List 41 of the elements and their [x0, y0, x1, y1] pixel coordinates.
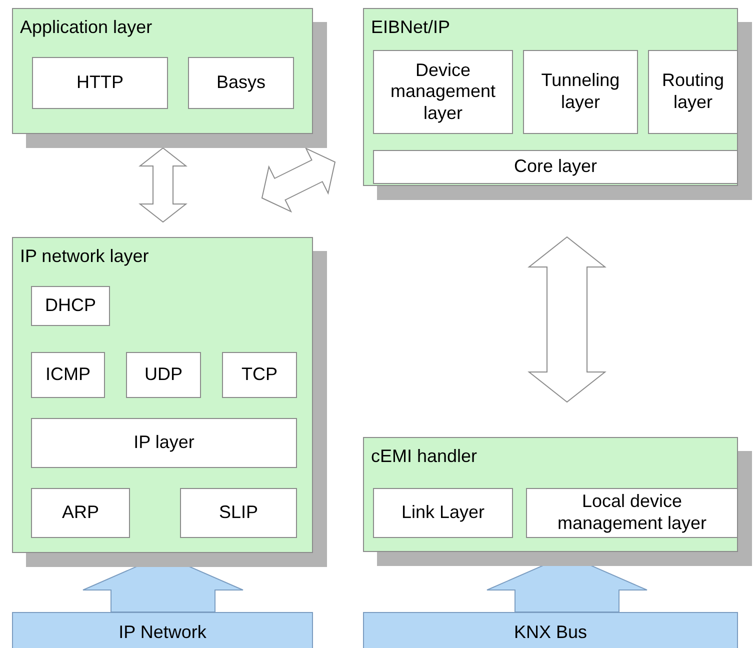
- module-box: [523, 50, 638, 134]
- module-label: IP Network: [118, 622, 206, 642]
- module-box: [31, 286, 110, 326]
- double-arrow: [261, 147, 336, 213]
- module-label: TCP: [242, 364, 278, 386]
- module-box: [31, 488, 130, 538]
- module-box: [126, 352, 201, 398]
- module-label: Core layer: [514, 156, 598, 178]
- panel-heading: Application layer: [20, 17, 152, 38]
- double-arrow: [138, 147, 188, 223]
- module-box: [373, 488, 513, 538]
- module-label: ARP: [62, 502, 99, 524]
- network-bar: [363, 612, 738, 648]
- module-label: IP layer: [134, 432, 194, 454]
- panel-heading: IP network layer: [20, 246, 149, 267]
- module-label: Tunneling layer: [540, 70, 621, 114]
- module-label: DHCP: [44, 295, 96, 317]
- panel-heading: EIBNet/IP: [371, 17, 450, 38]
- module-box: [188, 57, 294, 109]
- double-arrow: [528, 236, 606, 403]
- module-box: [373, 150, 738, 184]
- module-box: [373, 50, 513, 134]
- module-label: Routing layer: [660, 70, 726, 114]
- module-label: KNX Bus: [514, 622, 588, 642]
- module-box: [31, 352, 105, 398]
- module-label: HTTP: [76, 72, 124, 94]
- module-box: [31, 418, 297, 468]
- module-label: Link Layer: [401, 502, 485, 524]
- network-bar: [12, 612, 313, 648]
- module-label: SLIP: [218, 502, 258, 524]
- module-label: Basys: [216, 72, 266, 94]
- module-label: UDP: [144, 364, 182, 386]
- panel-heading: cEMI handler: [371, 446, 478, 467]
- module-label: ICMP: [46, 364, 90, 386]
- module-box: [222, 352, 297, 398]
- module-box: [526, 488, 738, 538]
- module-box: [32, 57, 168, 109]
- module-box: [180, 488, 297, 538]
- module-label: Local device management layer: [556, 491, 708, 535]
- module-box: [648, 50, 738, 134]
- module-label: Device management layer: [389, 60, 497, 124]
